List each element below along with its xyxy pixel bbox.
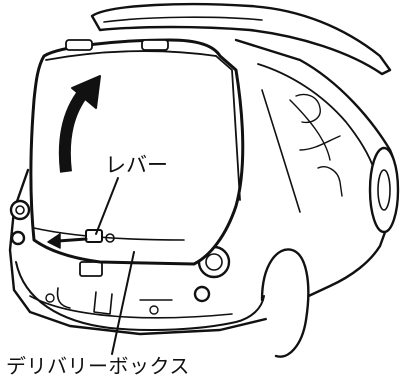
leader-line-box	[111, 251, 135, 355]
bumper-detail	[56, 287, 71, 309]
bumper-lower	[29, 295, 233, 319]
rear-wheel	[368, 146, 400, 234]
left-tail-light	[9, 199, 31, 221]
delivery-box-label: デリバリーボックス	[6, 354, 190, 378]
bumper-bolt-right	[149, 305, 159, 315]
side-window-frame	[257, 63, 377, 177]
box-lid-line	[45, 50, 217, 61]
lever-label: レバー	[105, 153, 168, 177]
pull-arrow-head	[47, 233, 61, 249]
rear-wheel-hub	[377, 169, 391, 211]
seat-hint	[317, 166, 343, 197]
left-tail-light-inner	[15, 205, 25, 215]
rear-bumper	[15, 261, 265, 331]
license-plate	[79, 261, 103, 277]
front-wheel	[260, 248, 310, 358]
lever-handle	[85, 229, 103, 243]
pull-arrow	[56, 237, 88, 243]
leader-line-lever	[95, 177, 119, 235]
open-hatch	[90, 2, 392, 76]
right-lower-light	[193, 285, 211, 303]
hatch-edge	[103, 16, 263, 23]
box-hinge-left	[65, 39, 93, 51]
box-side-face	[215, 55, 241, 201]
pillar	[261, 89, 301, 213]
steering-hint	[295, 93, 321, 124]
plate-holder	[93, 291, 113, 315]
box-lock	[105, 233, 115, 243]
interior-line-1	[289, 99, 331, 161]
interior-line-2	[299, 135, 341, 151]
lift-direction-arrow	[58, 88, 89, 173]
right-tail-light-inner	[205, 253, 223, 271]
left-lower-light	[10, 230, 26, 246]
box-hinge-right	[141, 39, 169, 51]
lift-arrow-head	[71, 75, 101, 109]
bumper-bolt-left	[45, 293, 55, 303]
